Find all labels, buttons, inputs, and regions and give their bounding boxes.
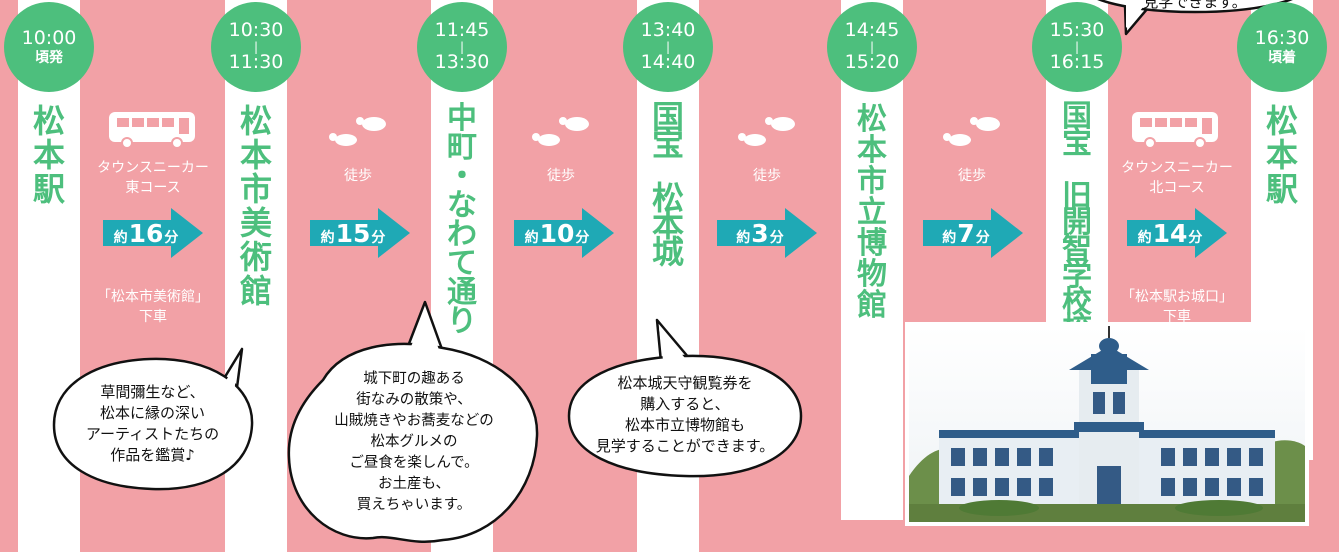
footsteps-icon — [943, 117, 1000, 146]
segment-3-label: 徒歩 — [547, 168, 575, 184]
duration-prefix: 約 — [320, 229, 335, 246]
duration-prefix: 約 — [113, 229, 128, 246]
time-badge-2: 10:30 | 11:30 — [211, 2, 301, 92]
time-end: 11:30 — [228, 51, 284, 73]
duration-minutes: 10 — [539, 218, 575, 248]
segment-1-note: 「松本市美術館」 下車 — [97, 289, 209, 325]
duration-unit: 分 — [769, 229, 784, 246]
time-separator: | — [253, 40, 259, 54]
museum-speech-bubble: 草間彌生など、 松本に縁の深い アーティストたちの 作品を鑑賞♪ — [50, 347, 255, 493]
time-badge-1: 10:00 頃発 — [4, 2, 94, 92]
time-badge-6: 15:30 | 16:15 — [1032, 2, 1122, 92]
time-end: 15:20 — [844, 51, 900, 73]
footsteps-icon — [738, 117, 795, 146]
time-badge-4: 13:40 | 14:40 — [623, 2, 713, 92]
duration-unit: 分 — [371, 229, 386, 246]
bus-icon — [109, 112, 195, 149]
time-start: 15:30 — [1049, 19, 1105, 42]
duration-prefix: 約 — [736, 229, 751, 246]
top-bubble-text: 見学できます。 — [1143, 0, 1247, 11]
castle-speech-bubble: 松本城天守観覧券を 購入すると、 松本市立博物館も 見学することができます。 — [565, 318, 805, 480]
time-badge-7: 16:30 頃着 — [1237, 2, 1327, 92]
duration-minutes: 14 — [1152, 218, 1188, 248]
duration-minutes: 15 — [335, 218, 371, 248]
duration-minutes: 7 — [957, 218, 975, 248]
stop-name-matsumoto-station: 松 本 駅 — [32, 102, 65, 208]
duration-prefix: 約 — [524, 229, 539, 246]
nakamachi-bubble-text: 城下町の趣ある 街なみの散策や、 山賊焼きやお蕎麦などの 松本グルメの ご昼食を… — [334, 371, 494, 513]
bus-icon — [1132, 112, 1218, 149]
time-separator: | — [869, 40, 875, 54]
time-start: 13:40 — [640, 19, 696, 42]
segment-6-note: 「松本駅お城口」 下車 — [1121, 289, 1233, 325]
castle-bubble-text: 松本城天守観覧券を 購入すると、 松本市立博物館も 見学することができます。 — [595, 374, 775, 455]
time-badge-5: 14:45 | 15:20 — [827, 2, 917, 92]
top-speech-bubble: 見学できます。 — [1080, 0, 1310, 36]
footsteps-icon — [329, 117, 386, 146]
footsteps-icon — [532, 117, 589, 146]
time-suffix: 頃発 — [35, 49, 63, 66]
segment-1-label: タウンスニーカー 東コース — [97, 160, 209, 196]
duration-minutes: 16 — [128, 218, 164, 248]
duration-prefix: 約 — [1137, 229, 1152, 246]
duration-unit: 分 — [575, 229, 590, 246]
time-start: 14:45 — [844, 19, 900, 42]
time-badge-3: 11:45 | 13:30 — [417, 2, 507, 92]
duration-minutes: 3 — [751, 218, 769, 248]
time-start: 10:00 — [21, 26, 77, 49]
time-end: 13:30 — [434, 51, 490, 73]
nakamachi-speech-bubble: 城下町の趣ある 街なみの散策や、 山賊焼きやお蕎麦などの 松本グルメの ご昼食を… — [283, 300, 545, 545]
time-start: 11:45 — [434, 19, 490, 42]
time-end: 14:40 — [640, 51, 696, 73]
duration-unit: 分 — [975, 229, 990, 246]
time-end: 16:15 — [1049, 51, 1105, 73]
time-separator: | — [459, 40, 465, 54]
time-separator: | — [665, 40, 671, 54]
time-start: 16:30 — [1254, 26, 1310, 49]
duration-unit: 分 — [164, 229, 179, 246]
segment-5-label: 徒歩 — [958, 168, 986, 184]
segment-2-label: 徒歩 — [344, 168, 372, 184]
segment-6-label: タウンスニーカー 北コース — [1121, 160, 1233, 196]
stop-name-matsumoto-station-arrival: 松 本 駅 — [1265, 102, 1298, 208]
stop-name-city-museum: 松 本 市 立 博 物 館 — [857, 102, 887, 323]
museum-bubble-text: 草間彌生など、 松本に縁の深い アーティストたちの 作品を鑑賞♪ — [85, 383, 220, 464]
stop-name-nakamachi: 中 町 ・ な わ て 通 り — [447, 101, 477, 339]
segment-4-label: 徒歩 — [753, 168, 781, 184]
stop-name-matsumoto-castle: 国 宝 松 本 城 — [651, 98, 684, 271]
stop-name-art-museum: 松 本 市 美 術 館 — [239, 102, 272, 310]
duration-unit: 分 — [1188, 229, 1203, 246]
duration-prefix: 約 — [942, 229, 957, 246]
kaichi-school-photo — [905, 322, 1309, 526]
time-separator: | — [1074, 40, 1080, 54]
time-start: 10:30 — [228, 19, 284, 42]
time-suffix: 頃着 — [1268, 49, 1296, 66]
